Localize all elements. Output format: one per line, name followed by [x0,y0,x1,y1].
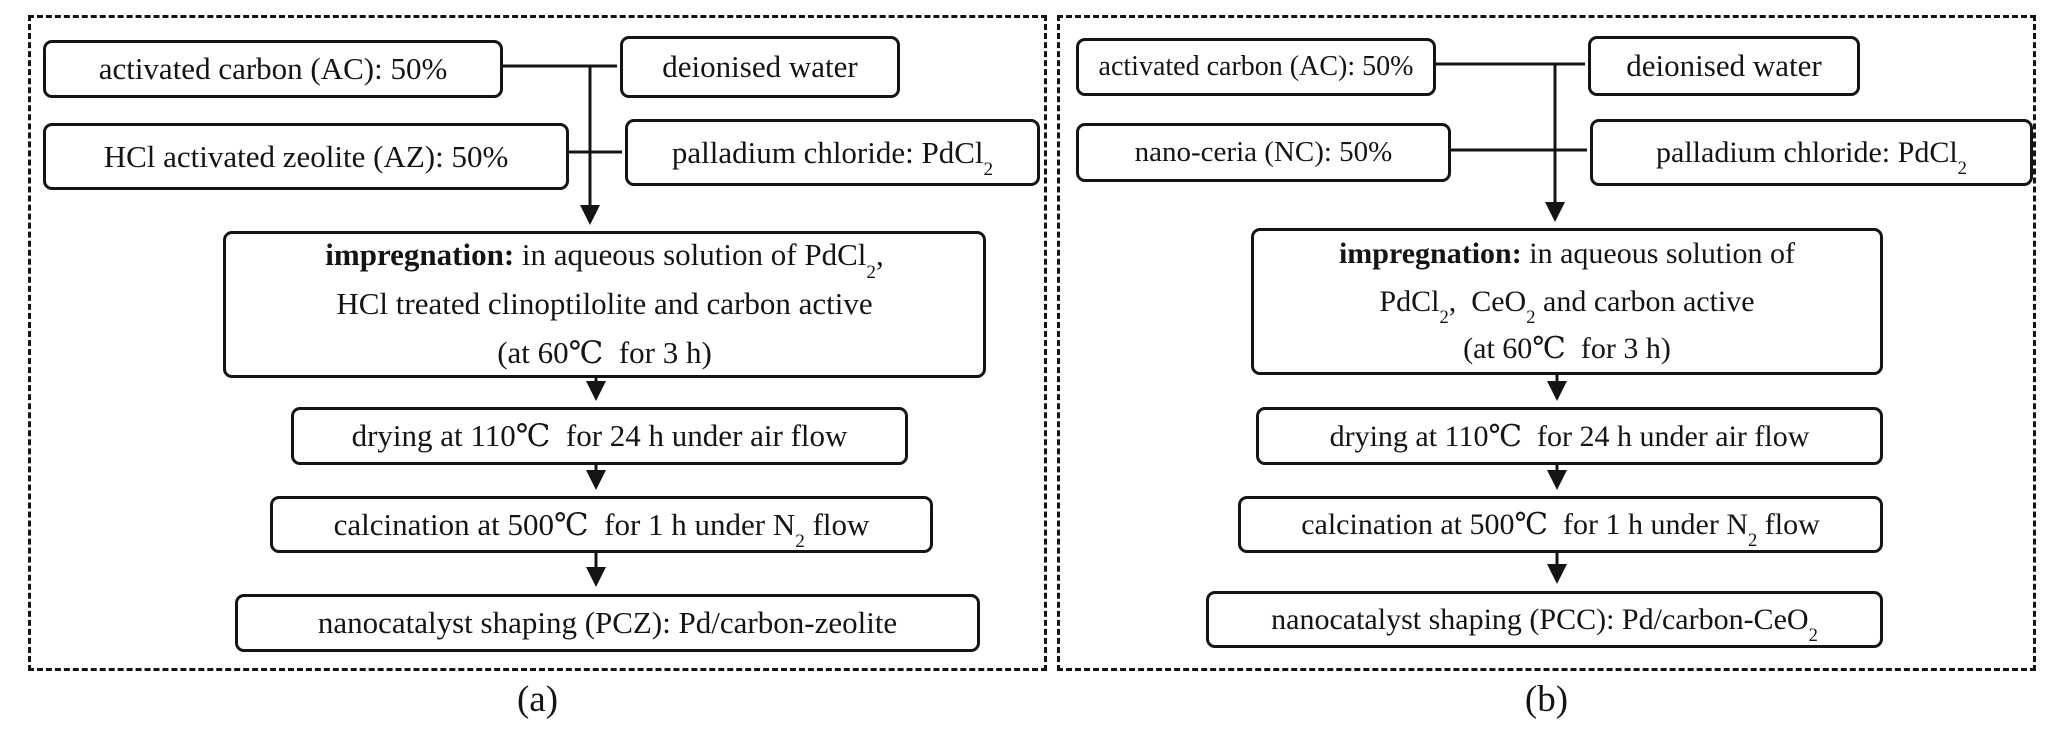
box-drying-b: drying at 110℃ for 24 h under air flow [1256,407,1883,465]
box-palladium-chloride-b: palladium chloride: PdCl2 [1590,119,2033,186]
palladium-chloride-subscript-b: 2 [1957,157,1967,179]
box-nanocatalyst-shaping-a: nanocatalyst shaping (PCZ): Pd/carbon-ze… [235,594,980,652]
calcination-label-a: calcination at 500℃ for 1 h under N2 flo… [333,506,870,552]
deionised-water-label-b: deionised water [1626,48,1822,83]
impregnation-line-1-text-a: in aqueous solution of PdCl [514,237,867,273]
drying-label-a: drying at 110℃ for 24 h under air flow [351,418,848,453]
drying-label-b: drying at 110℃ for 24 h under air flow [1329,419,1810,453]
activated-zeolite-label-a: HCl activated zeolite (AZ): 50% [103,138,509,174]
panel-b-caption: (b) [1524,679,1569,720]
box-activated-zeolite-a: HCl activated zeolite (AZ): 50% [43,123,569,190]
impregnation-line-2-subscript1-b: 2 [1439,307,1449,329]
box-calcination-b: calcination at 500℃ for 1 h under N2 flo… [1238,496,1883,553]
impregnation-line-2-a: HCl treated clinoptilolite and carbon ac… [336,286,873,322]
impregnation-bold-a: impregnation: [325,237,515,273]
nano-ceria-label-b: nano-ceria (NC): 50% [1134,136,1393,168]
deionised-water-label-a: deionised water [662,49,858,84]
activated-carbon-label-b: activated carbon (AC): 50% [1098,51,1414,82]
panel-a-caption: (a) [516,679,559,720]
box-palladium-chloride-a: palladium chloride: PdCl2 [625,119,1040,186]
box-calcination-a: calcination at 500℃ for 1 h under N2 flo… [270,496,933,553]
calcination-text-a: calcination at 500℃ for 1 h under N [333,506,796,542]
impregnation-bold-b: impregnation: [1338,237,1522,271]
impregnation-line-2-subscript2-b: 2 [1526,307,1536,329]
calcination-label-b: calcination at 500℃ for 1 h under N2 flo… [1301,507,1820,550]
impregnation-line-2-b: PdCl2, CeO2 and carbon active [1379,278,1755,329]
palladium-chloride-label-a: palladium chloride: PdCl2 [671,134,993,180]
nanocatalyst-shaping-text-b: nanocatalyst shaping (PCC): Pd/carbon-Ce… [1271,602,1809,636]
nanocatalyst-shaping-label-b: nanocatalyst shaping (PCC): Pd/carbon-Ce… [1271,602,1818,645]
impregnation-line-2-text1-b: PdCl [1379,284,1440,318]
impregnation-line-1-a: impregnation: in aqueous solution of PdC… [325,231,884,283]
nanocatalyst-shaping-subscript-b: 2 [1808,624,1818,646]
impregnation-line-2-text3-b: and carbon active [1535,284,1755,318]
activated-carbon-label-a: activated carbon (AC): 50% [98,51,448,86]
impregnation-line-2-text2-b: , CeO [1448,284,1527,318]
calcination-subscript-a: 2 [795,531,805,553]
impregnation-line-3-b: (at 60℃ for 3 h) [1463,332,1671,366]
box-impregnation-a: impregnation: in aqueous solution of PdC… [223,231,986,378]
panel-a: activated carbon (AC): 50% deionised wat… [28,15,1047,671]
calcination-subscript-b: 2 [1747,530,1758,552]
impregnation-line-1-b: impregnation: in aqueous solution of [1339,230,1795,277]
box-drying-a: drying at 110℃ for 24 h under air flow [291,407,908,465]
calcination-text-b: calcination at 500℃ for 1 h under N [1301,508,1748,541]
impregnation-line-3-a: (at 60℃ for 3 h) [497,334,712,370]
box-nanocatalyst-shaping-b: nanocatalyst shaping (PCC): Pd/carbon-Ce… [1206,591,1883,648]
nanocatalyst-shaping-label-a: nanocatalyst shaping (PCZ): Pd/carbon-ze… [317,605,898,640]
panel-b: activated carbon (AC): 50% deionised wat… [1057,15,2036,671]
impregnation-line-1-subscript-a: 2 [866,261,876,283]
palladium-chloride-subscript-a: 2 [983,159,994,181]
impregnation-line-1-text-b: in aqueous solution of [1521,237,1796,271]
box-deionised-water-b: deionised water [1588,36,1860,96]
box-deionised-water-a: deionised water [620,36,900,98]
calcination-tail-b: flow [1757,508,1820,541]
impregnation-line-1-tail-a: , [875,237,884,273]
box-activated-carbon-b: activated carbon (AC): 50% [1076,38,1436,96]
palladium-chloride-label-b: palladium chloride: PdCl2 [1656,135,1967,178]
calcination-tail-a: flow [804,506,870,542]
box-impregnation-b: impregnation: in aqueous solution of PdC… [1251,228,1883,375]
box-nano-ceria-b: nano-ceria (NC): 50% [1076,123,1451,182]
palladium-chloride-text-a: palladium chloride: PdCl [671,134,984,170]
palladium-chloride-text-b: palladium chloride: PdCl [1656,135,1958,169]
box-activated-carbon-a: activated carbon (AC): 50% [43,40,503,98]
